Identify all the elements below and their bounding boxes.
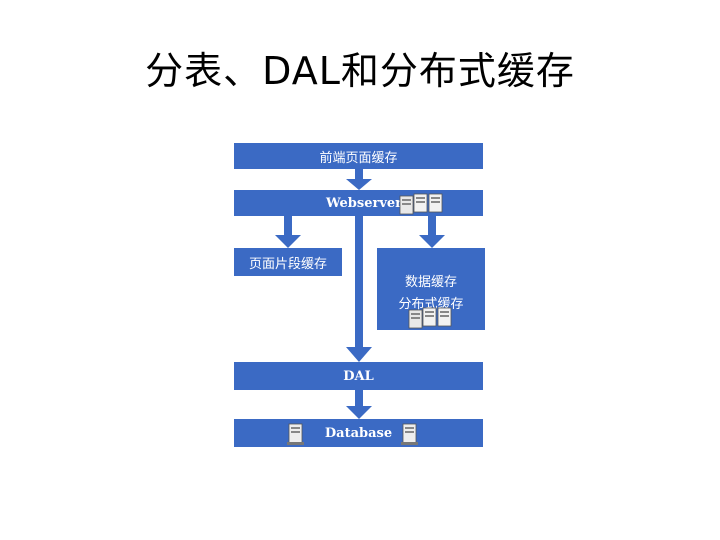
server-icon [401,423,418,445]
data-cache-label: 数据缓存 [404,275,457,290]
webserver-label: Webserver [326,195,403,211]
arrow-dal-to-database [346,390,372,419]
database-label: Database [324,425,393,441]
arrow-webserver-to-fragment-cache [275,216,301,248]
page-title: 分表、DAL和分布式缓存 [145,49,575,93]
server-icon [399,193,443,215]
page-fragment-cache-label: 页面片段缓存 [248,256,327,272]
dal-label: DAL [343,368,374,384]
page-fragment-cache-box: 页面片段缓存 [234,248,342,276]
arrow-webserver-to-dal [346,216,372,362]
arrow-webserver-to-data-cache [419,216,445,248]
dal-box: DAL [234,362,483,390]
server-icon [408,307,452,329]
database-box: Database [234,419,483,447]
front-page-cache-label: 前端页面缓存 [319,150,398,166]
front-page-cache-box: 前端页面缓存 [234,143,483,169]
server-icon [287,423,304,445]
arrow-frontcache-to-webserver [346,169,372,190]
